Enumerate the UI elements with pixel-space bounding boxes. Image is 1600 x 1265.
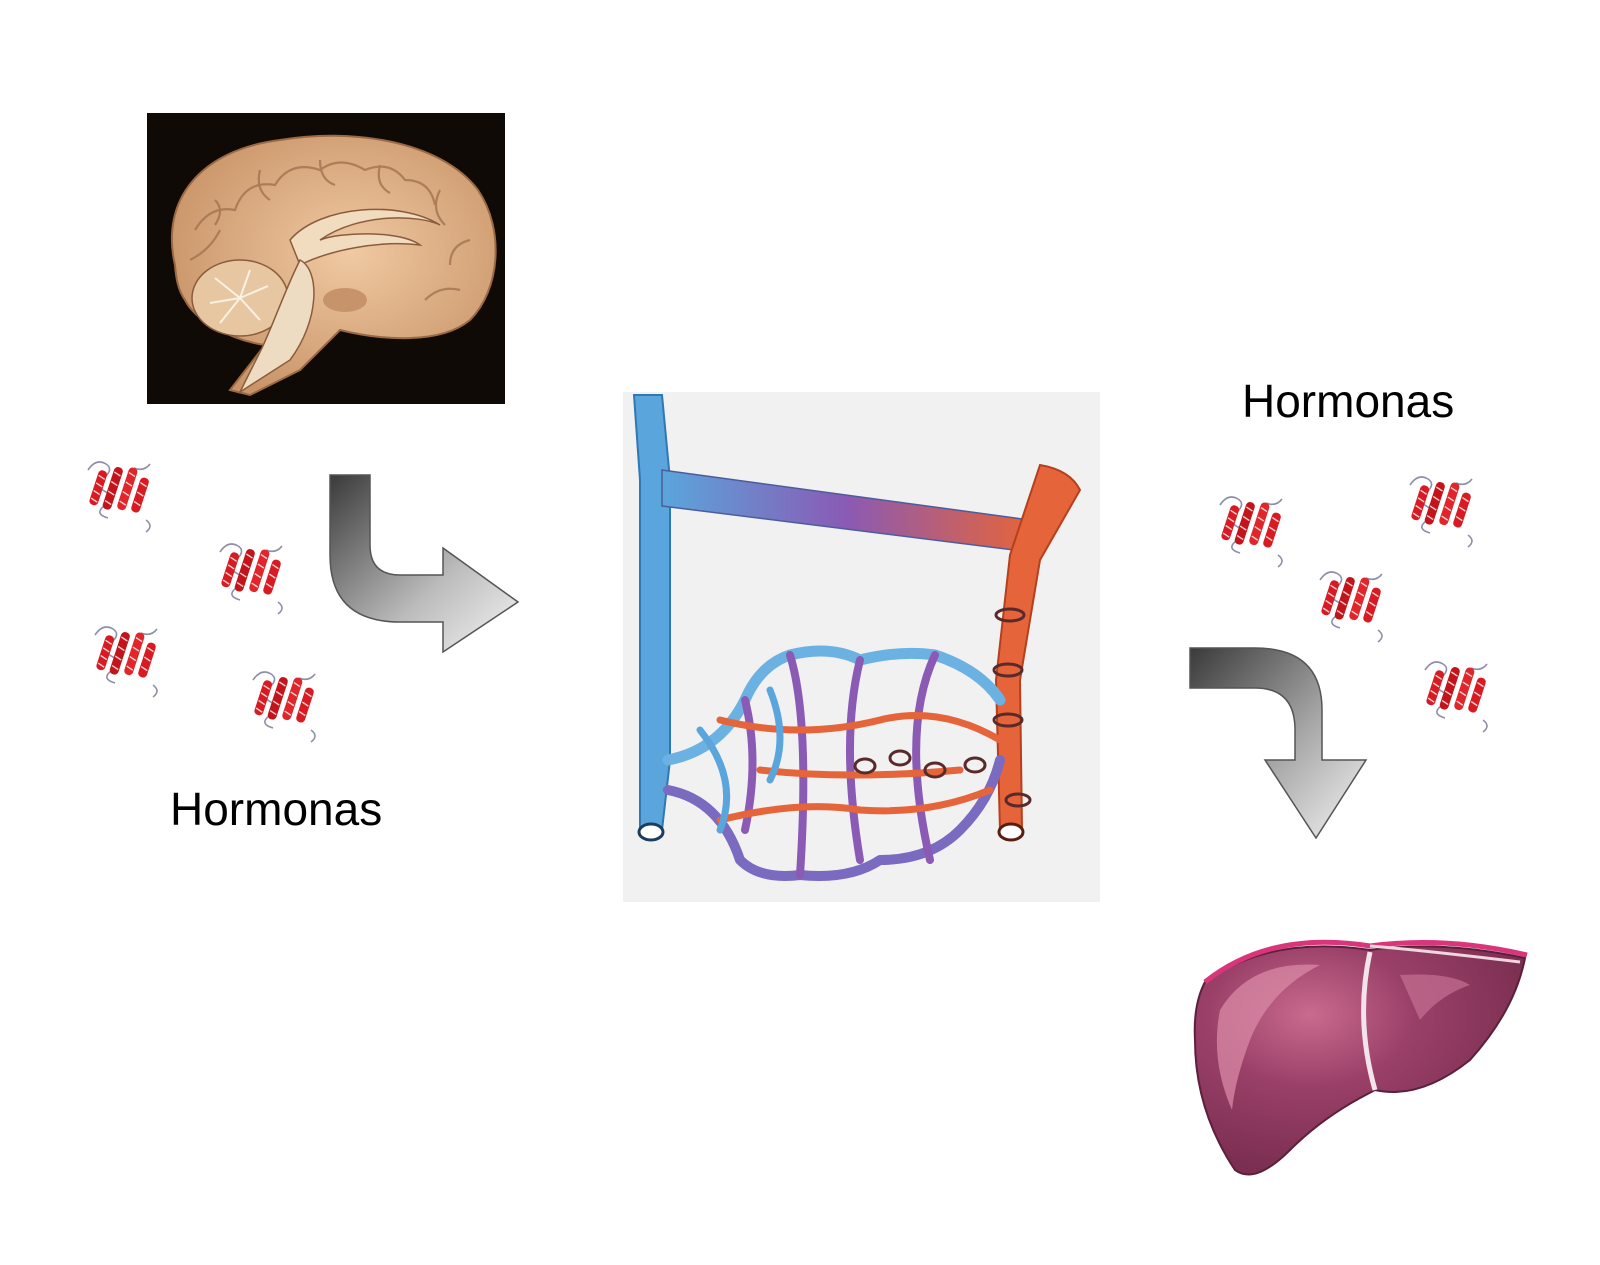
hormone-group-left bbox=[87, 461, 316, 743]
protein-structure-icon bbox=[1424, 661, 1488, 733]
protein-structure-icon bbox=[252, 671, 316, 743]
hormones-label-right: Hormonas bbox=[1242, 375, 1455, 427]
liver-icon bbox=[1193, 939, 1528, 1176]
protein-structure-icon bbox=[87, 461, 151, 533]
protein-structure-icon bbox=[219, 543, 283, 615]
hormone-group-right bbox=[1219, 476, 1488, 733]
capillary-portal-system-icon bbox=[623, 392, 1100, 902]
protein-structure-icon bbox=[94, 626, 158, 698]
protein-structure-icon bbox=[1219, 496, 1283, 568]
protein-structure-icon bbox=[1409, 476, 1473, 548]
protein-structure-icon bbox=[1319, 571, 1383, 643]
curved-arrow-icon bbox=[329, 474, 520, 654]
curved-arrow-icon bbox=[1189, 647, 1368, 840]
hormones-label-left: Hormonas bbox=[170, 783, 383, 835]
brain-sagittal-icon bbox=[147, 113, 505, 404]
